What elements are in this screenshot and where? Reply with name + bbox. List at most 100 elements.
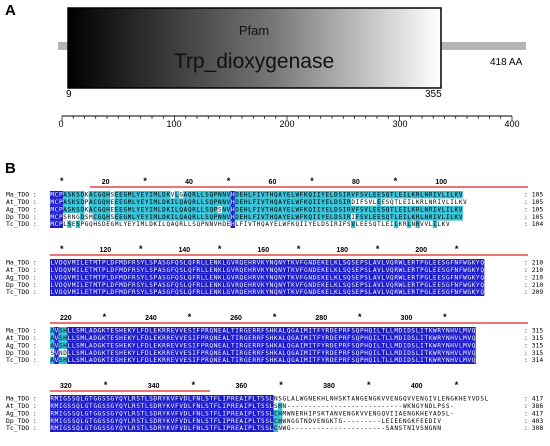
residue: R	[166, 350, 170, 357]
residue-highlight	[363, 191, 369, 199]
residue: G	[63, 418, 67, 425]
residue-highlight	[118, 417, 124, 425]
residue: Y	[270, 221, 274, 228]
residue-highlight	[67, 395, 72, 403]
residue-highlight	[329, 273, 334, 282]
residue-highlight	[118, 266, 124, 274]
residue: L	[381, 274, 385, 281]
residue: K	[72, 206, 76, 213]
residue: Q	[179, 199, 183, 206]
residue-highlight	[329, 356, 334, 364]
residue-highlight	[75, 327, 81, 335]
residue-highlight	[217, 273, 223, 282]
residue: S	[188, 328, 192, 335]
residue-highlight	[441, 288, 446, 296]
residue-highlight	[191, 334, 197, 342]
residue-highlight	[458, 266, 463, 274]
residue: H	[270, 206, 274, 213]
residue: E	[407, 260, 411, 267]
residue-highlight	[191, 341, 197, 350]
residue: M	[50, 214, 54, 221]
residue-highlight	[419, 259, 425, 267]
residue-highlight	[93, 327, 98, 335]
residue-highlight	[75, 417, 81, 425]
residue: S	[102, 396, 106, 403]
residue: G	[111, 221, 115, 228]
residue-highlight	[325, 288, 330, 296]
residue-highlight	[174, 417, 180, 425]
residue-highlight	[282, 273, 287, 282]
residue: N	[446, 357, 450, 364]
residue-highlight	[290, 334, 296, 342]
residue: K	[321, 274, 325, 281]
sequence-name: At_TDO :	[6, 198, 37, 206]
residue: K	[128, 328, 132, 335]
residue-highlight	[75, 395, 81, 403]
residue-highlight	[260, 341, 266, 350]
residue-highlight	[372, 191, 377, 199]
residue-highlight	[260, 409, 266, 418]
residue: L	[416, 342, 420, 349]
residue-highlight	[282, 356, 287, 364]
residue: D	[59, 289, 63, 296]
residue: V	[386, 267, 390, 274]
residue-highlight	[196, 402, 201, 410]
residue: G	[123, 206, 127, 213]
residue: L	[455, 199, 459, 206]
residue-highlight	[316, 198, 321, 206]
residue-highlight	[312, 266, 317, 274]
residue: S	[343, 267, 347, 274]
residue: H	[244, 206, 248, 213]
residue-highlight	[449, 327, 455, 335]
residue: E	[317, 274, 321, 281]
residue: S	[338, 192, 342, 199]
residue: M	[394, 328, 398, 335]
residue-highlight	[256, 205, 261, 214]
residue-highlight	[247, 259, 253, 267]
residue: K	[472, 289, 476, 296]
residue-highlight	[196, 341, 201, 350]
residue-highlight	[295, 259, 300, 267]
residue-highlight	[97, 213, 102, 221]
residue: -	[304, 403, 308, 410]
residue: V	[467, 335, 471, 342]
residue: D	[399, 357, 403, 364]
residue: P	[154, 282, 158, 289]
residue: R	[197, 267, 201, 274]
residue: W	[399, 267, 403, 274]
residue-highlight	[381, 191, 386, 199]
residue-highlight	[153, 402, 158, 410]
residue: D	[330, 342, 334, 349]
residue: I	[446, 214, 450, 221]
residue: T	[416, 274, 420, 281]
residue: Q	[308, 192, 312, 199]
residue: T	[424, 342, 428, 349]
residue: T	[106, 350, 110, 357]
residue: I	[235, 350, 239, 357]
residue-highlight	[161, 266, 167, 274]
residue: K	[455, 192, 459, 199]
residue-highlight	[217, 356, 223, 364]
residue: N	[214, 274, 218, 281]
residue: L	[386, 342, 390, 349]
residue: D	[184, 410, 188, 417]
residue-highlight	[80, 273, 85, 282]
residue: M	[463, 328, 467, 335]
residue-highlight	[153, 259, 158, 267]
residue: G	[63, 403, 67, 410]
residue: Y	[476, 274, 480, 281]
residue: S	[351, 335, 355, 342]
residue-highlight	[415, 191, 420, 199]
residue-highlight	[161, 198, 167, 206]
residue-highlight	[105, 266, 111, 274]
residue: E	[317, 418, 321, 425]
residue-highlight	[351, 220, 356, 228]
residue-highlight	[204, 191, 210, 199]
residue: P	[59, 214, 63, 221]
residue: L	[85, 350, 89, 357]
residue-highlight	[71, 273, 76, 282]
residue-highlight	[88, 402, 94, 410]
residue: R	[132, 282, 136, 289]
residue-highlight	[449, 259, 455, 267]
residue-highlight	[308, 288, 313, 296]
